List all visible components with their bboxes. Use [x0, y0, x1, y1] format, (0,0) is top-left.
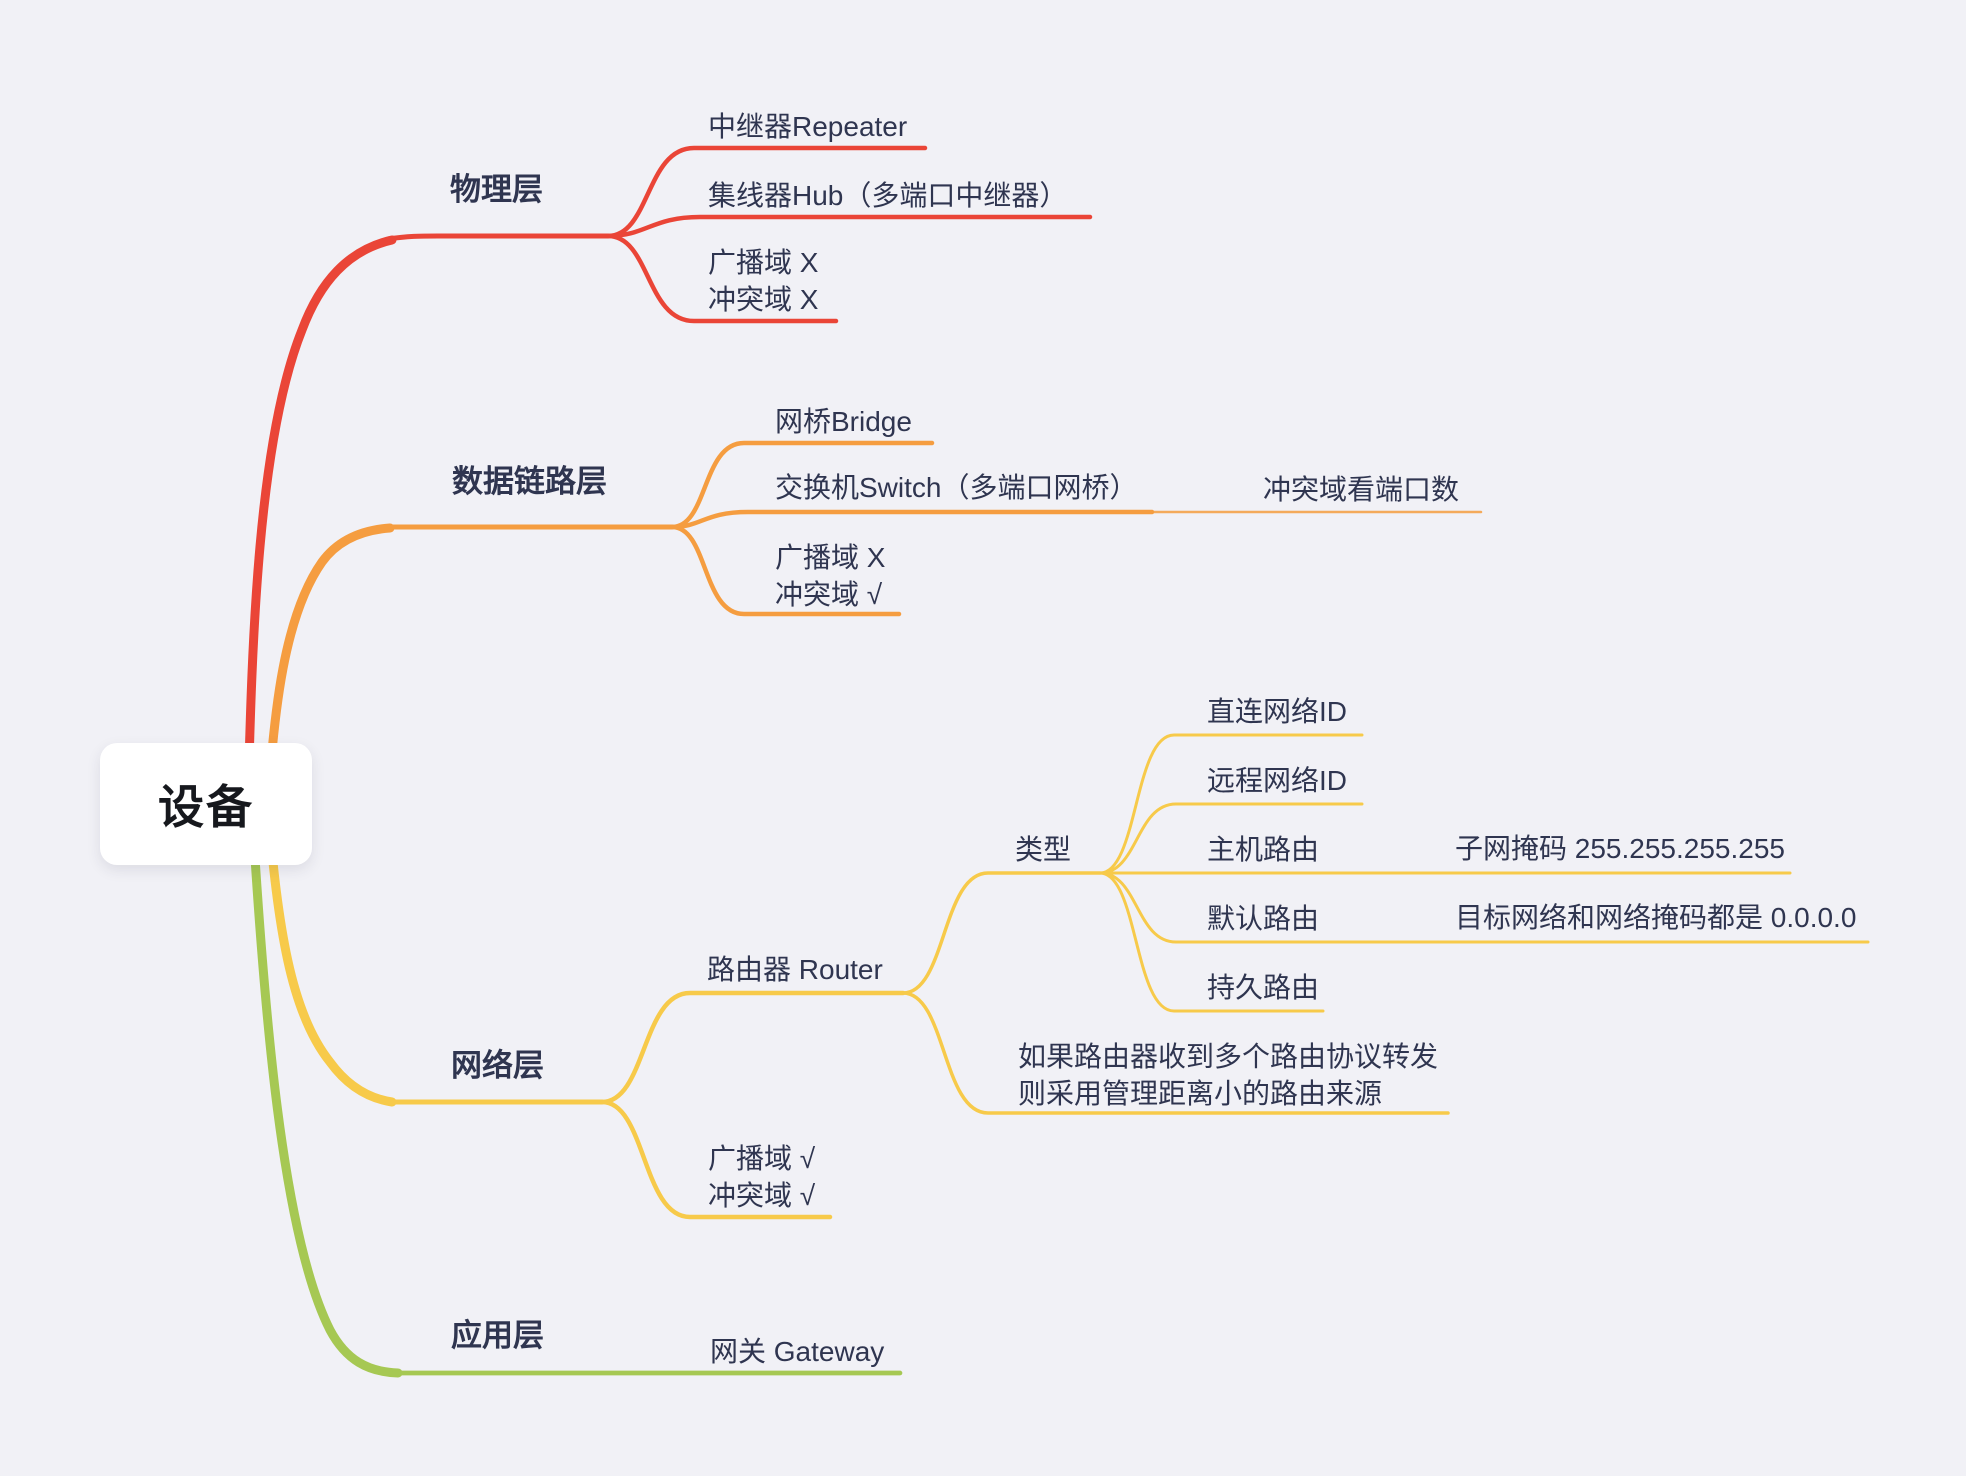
node-default-route[interactable]: 默认路由: [1207, 903, 1320, 934]
node-hub[interactable]: 集线器Hub（多端口中继器）: [708, 180, 1068, 211]
application-trunk-line: [247, 805, 403, 1378]
node-host-route[interactable]: 主机路由: [1207, 834, 1320, 865]
node-gateway[interactable]: 网关 Gateway: [710, 1336, 885, 1367]
node-persistent-route[interactable]: 持久路由: [1207, 972, 1320, 1003]
bridge-line: [669, 440, 935, 530]
physical-trunk-line: [243, 235, 397, 807]
direct-network-id-line: [1098, 733, 1364, 875]
remote-network-id-line: [1098, 802, 1364, 875]
default-route-line: [1098, 871, 1870, 944]
node-physical-domains[interactable]: 广播域 X 冲突域 X: [708, 247, 819, 315]
node-remote-network-id[interactable]: 远程网络ID: [1207, 765, 1348, 796]
router-note-line: [901, 991, 1450, 1115]
switch-line: [669, 509, 1155, 530]
node-type[interactable]: 类型: [1015, 834, 1072, 865]
node-router[interactable]: 路由器 Router: [707, 954, 883, 985]
node-direct-network-id[interactable]: 直连网络ID: [1207, 696, 1348, 727]
datalink-domains-line: [669, 524, 902, 617]
node-datalink-layer[interactable]: 数据链路层: [452, 464, 607, 499]
root-label: 设备: [158, 781, 254, 833]
node-network-layer[interactable]: 网络层: [451, 1048, 544, 1083]
node-root[interactable]: 设备: [100, 743, 312, 865]
network-trunk-line: [263, 805, 397, 1107]
node-network-domains[interactable]: 广播域 √ 冲突域 √: [708, 1143, 816, 1211]
node-bridge[interactable]: 网桥Bridge: [775, 406, 912, 437]
node-physical-layer[interactable]: 物理层: [450, 172, 543, 207]
physical-domains-line: [605, 233, 839, 324]
node-default-route-note[interactable]: 目标网络和网络掩码都是 0.0.0.0: [1455, 902, 1857, 933]
node-datalink-domains[interactable]: 广播域 X 冲突域 √: [775, 542, 886, 610]
network-domains-line: [599, 1099, 833, 1220]
datalink-trunk-line: [263, 523, 395, 807]
node-host-route-note[interactable]: 子网掩码 255.255.255.255: [1455, 833, 1785, 864]
physical-main-line: [385, 233, 611, 242]
repeater-line: [605, 145, 928, 239]
node-repeater[interactable]: 中继器Repeater: [708, 111, 908, 142]
hub-line: [605, 214, 1093, 239]
node-switch-note[interactable]: 冲突域看端口数: [1263, 474, 1460, 505]
node-router-note[interactable]: 如果路由器收到多个路由协议转发 则采用管理距离小的路由来源: [1018, 1041, 1439, 1109]
router-line: [599, 990, 906, 1105]
persistent-route-line: [1098, 871, 1325, 1013]
node-application-layer[interactable]: 应用层: [451, 1318, 544, 1353]
node-switch[interactable]: 交换机Switch（多端口网桥）: [775, 472, 1138, 503]
type-line: [901, 871, 1102, 995]
